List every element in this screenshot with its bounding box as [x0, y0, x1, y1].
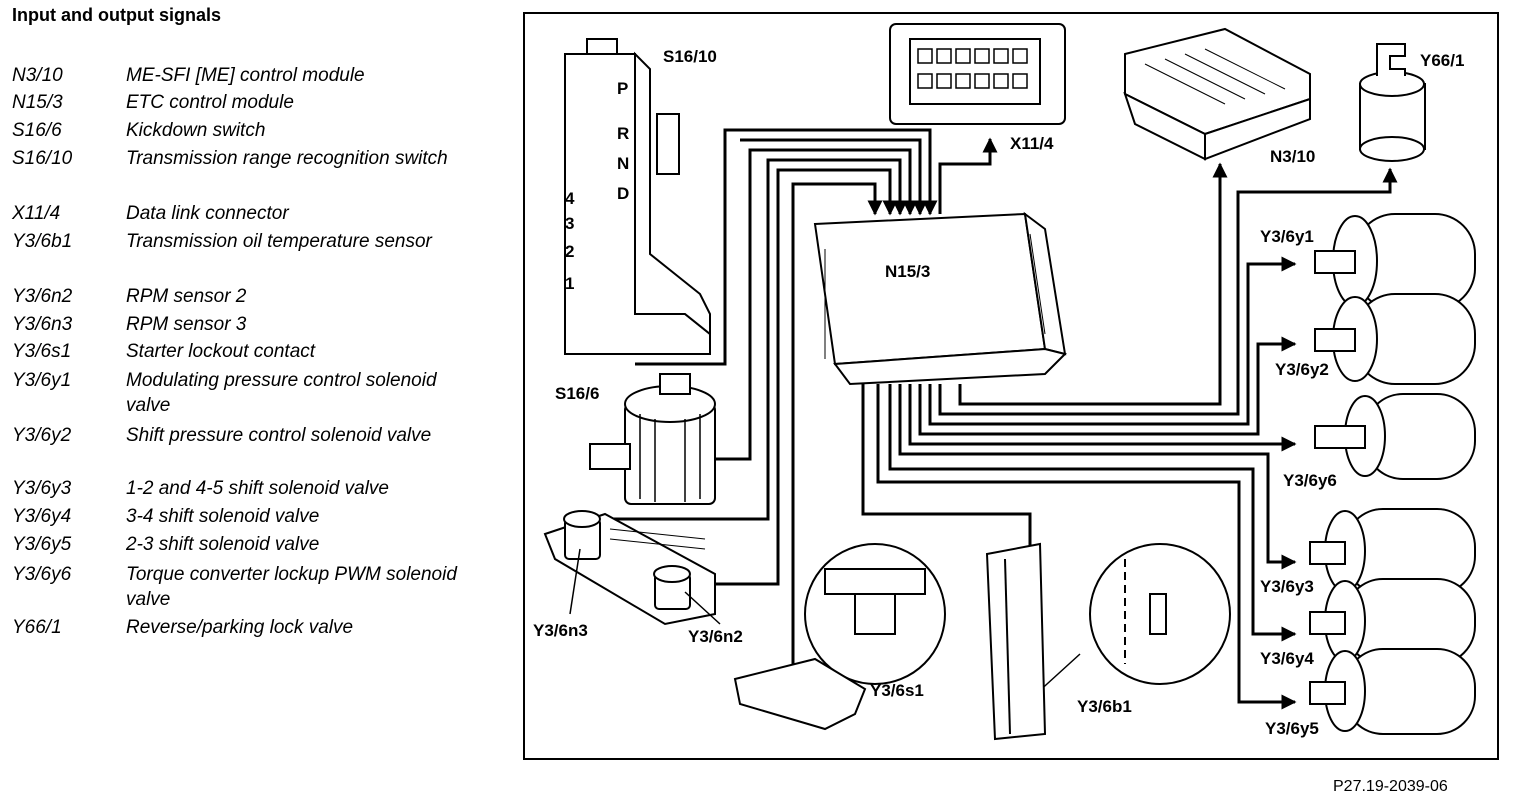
- wire-y3-6y5: [876, 384, 1297, 710]
- wire-y66-1: [938, 167, 1398, 416]
- selector-letter: 1: [565, 274, 574, 293]
- solenoid-y3-6y6: [1314, 393, 1476, 480]
- solenoid-y3-6y2: [1314, 293, 1476, 385]
- legend-code: Y3/6s1: [12, 341, 72, 362]
- legend-desc: Reverse/parking lock valve: [126, 617, 354, 638]
- selector-letter: N: [617, 154, 629, 173]
- legend-code: N3/10: [12, 65, 63, 86]
- wire-n3-10: [958, 162, 1228, 406]
- legend-code: N15/3: [12, 92, 63, 113]
- figure-reference: P27.19-2039-06: [1333, 778, 1448, 795]
- selector-letters: P R N D 4 3 2 1: [565, 79, 629, 293]
- leader-y3-6n2: [684, 591, 721, 625]
- wire-y3-6n2: [710, 168, 898, 586]
- wiring-diagram: P R N D 4 3 2 1: [533, 23, 1476, 741]
- selector-letter: P: [617, 79, 628, 98]
- label-y3-6y5: Y3/6y5: [1265, 719, 1319, 738]
- legend-code: Y3/6y5: [12, 534, 72, 555]
- legend-desc: Data link connector: [126, 203, 289, 224]
- selector-letter: R: [617, 124, 629, 143]
- wire-y3-6y2: [918, 336, 1297, 436]
- x11-4-connector: [889, 23, 1066, 125]
- wiring: [595, 128, 1398, 710]
- legend-desc: Starter lockout contact: [126, 341, 316, 362]
- legend-desc: 2-3 shift solenoid valve: [126, 534, 320, 555]
- label-y3-6y4: Y3/6y4: [1260, 649, 1314, 668]
- selector-letter: 2: [565, 242, 574, 261]
- legend-desc: Modulating pressure control solenoid val…: [126, 370, 437, 416]
- legend-code: Y3/6y4: [12, 506, 72, 527]
- heading: Input and output signals: [12, 5, 221, 25]
- legend-code: S16/6: [12, 120, 62, 141]
- leader-y3-6n3: [569, 548, 581, 615]
- label-y3-6s1: Y3/6s1: [870, 681, 924, 700]
- n15-3-module: [813, 211, 1067, 386]
- legend-desc: Shift pressure control solenoid valve: [126, 425, 432, 446]
- label-n15-3: N15/3: [885, 262, 930, 281]
- solenoid-y3-6y4: [1309, 578, 1476, 665]
- label-y3-6y6: Y3/6y6: [1283, 471, 1337, 490]
- n3-10-module: [1123, 27, 1311, 161]
- selector-letter: 4: [565, 189, 575, 208]
- label-y3-6n3: Y3/6n3: [533, 621, 588, 640]
- label-s16-10: S16/10: [663, 47, 717, 66]
- wire-y3-6b1: [861, 384, 1032, 554]
- wire-y3-6y1: [928, 256, 1297, 426]
- y3-6b1-sensor: [985, 542, 1231, 741]
- legend-code: Y3/6n2: [12, 286, 73, 307]
- legend-code: Y3/6y2: [12, 425, 72, 446]
- solenoid-y3-6y1: [1314, 213, 1476, 310]
- y66-1-valve: [1359, 43, 1426, 162]
- label-n3-10: N3/10: [1270, 147, 1315, 166]
- legend-desc: Torque converter lockup PWM solenoid val…: [126, 564, 457, 610]
- legend-desc: ME-SFI [ME] control module: [126, 65, 365, 86]
- wire-y3-6s1: [791, 182, 883, 674]
- legend-desc: 1-2 and 4-5 shift solenoid valve: [126, 478, 389, 499]
- s16-10-switch: [564, 38, 711, 355]
- rpm-sensor-board: [543, 510, 716, 626]
- label-s16-6: S16/6: [555, 384, 599, 403]
- wire-s16-6: [715, 148, 918, 461]
- s16-6-switch: [589, 373, 716, 505]
- wire-x11-4: [938, 137, 998, 214]
- wire-y3-6y3: [898, 384, 1297, 570]
- selector-letter: D: [617, 184, 629, 203]
- legend-desc: Transmission oil temperature sensor: [126, 231, 432, 252]
- wire: [740, 138, 928, 216]
- legend-desc: RPM sensor 2: [126, 286, 247, 307]
- y3-6s1-contact: [733, 543, 946, 731]
- legend-code: Y66/1: [12, 617, 62, 638]
- legend-code: S16/10: [12, 148, 73, 169]
- label-y3-6b1: Y3/6b1: [1077, 697, 1132, 716]
- legend-code: Y3/6y1: [12, 370, 72, 391]
- label-y3-6y3: Y3/6y3: [1260, 577, 1314, 596]
- label-y3-6y1: Y3/6y1: [1260, 227, 1314, 246]
- label-y3-6y2: Y3/6y2: [1275, 360, 1329, 379]
- label-y3-6n2: Y3/6n2: [688, 627, 743, 646]
- legend-code: Y3/6y6: [12, 564, 72, 585]
- legend-desc: RPM sensor 3: [126, 314, 247, 335]
- wire-s16-10: [635, 128, 938, 366]
- label-y66-1: Y66/1: [1420, 51, 1464, 70]
- legend-desc: Kickdown switch: [126, 120, 266, 141]
- wire-y3-6n3: [595, 158, 908, 521]
- legend-desc: ETC control module: [126, 92, 294, 113]
- legend-desc: 3-4 shift solenoid valve: [126, 506, 320, 527]
- legend-code: Y3/6b1: [12, 231, 73, 252]
- legend-code: X11/4: [12, 203, 61, 224]
- solenoid-y3-6y3: [1309, 508, 1476, 595]
- legend-code: Y3/6y3: [12, 478, 72, 499]
- diagram-frame: P R N D 4 3 2 1: [523, 12, 1499, 760]
- selector-letter: 3: [565, 214, 574, 233]
- legend-code: Y3/6n3: [12, 314, 73, 335]
- legend-desc: Transmission range recognition switch: [126, 148, 448, 169]
- solenoid-y3-6y5: [1309, 648, 1476, 735]
- wire-y3-6y4: [888, 384, 1297, 642]
- wire-y3-6y6: [908, 384, 1297, 452]
- label-x11-4: X11/4: [1010, 134, 1054, 153]
